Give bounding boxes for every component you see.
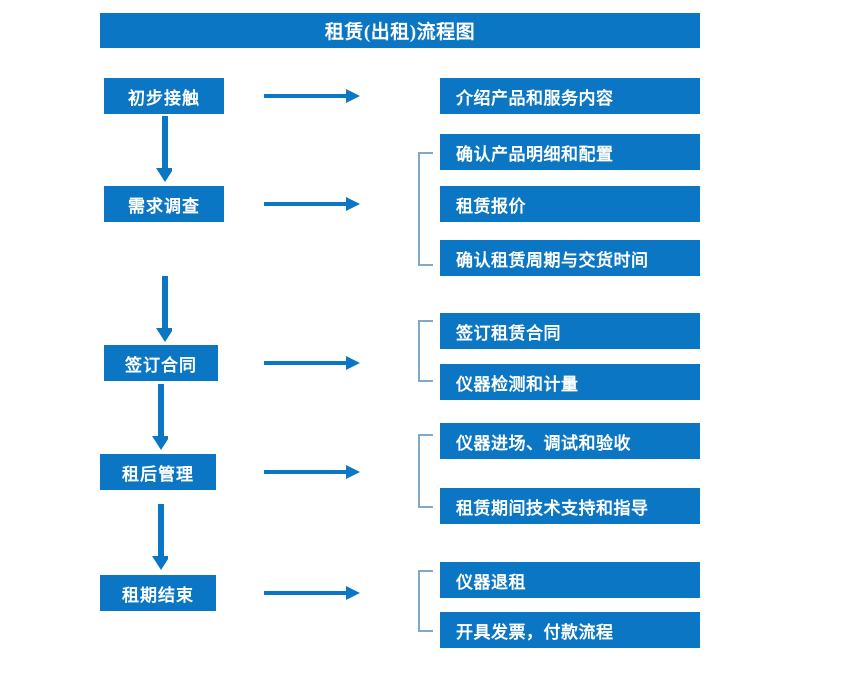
detail-box-5[interactable]: 签订租赁合同: [440, 313, 700, 349]
stage-label: 租后管理: [122, 464, 194, 484]
stage-label: 签订合同: [125, 355, 197, 375]
stage-box-2[interactable]: 需求调查: [104, 186, 224, 222]
detail-label: 仪器进场、调试和验收: [456, 433, 631, 453]
detail-label: 确认租赁周期与交货时间: [456, 250, 649, 270]
stage-label: 租期结束: [122, 585, 194, 605]
detail-box-3[interactable]: 租赁报价: [440, 186, 700, 222]
grouping-bracket-4: [418, 570, 433, 632]
detail-label: 签订租赁合同: [456, 323, 561, 343]
arrow-down-icon-2: [156, 276, 172, 342]
detail-box-8[interactable]: 租赁期间技术支持和指导: [440, 488, 700, 524]
arrow-down-icon-4: [152, 504, 168, 570]
detail-box-10[interactable]: 开具发票，付款流程: [440, 612, 700, 648]
arrow-right-icon-2: [264, 197, 360, 211]
page-title: 租赁(出租)流程图: [100, 13, 700, 48]
arrow-down-icon-1: [156, 116, 172, 182]
detail-label: 仪器退租: [456, 572, 526, 592]
detail-label: 确认产品明细和配置: [456, 144, 614, 164]
detail-box-4[interactable]: 确认租赁周期与交货时间: [440, 240, 700, 276]
stage-box-5[interactable]: 租期结束: [100, 575, 216, 611]
arrow-right-icon-4: [264, 465, 360, 479]
arrow-right-icon-1: [264, 89, 360, 103]
grouping-bracket-3: [418, 434, 433, 508]
detail-label: 租赁报价: [456, 196, 526, 216]
stage-label: 需求调查: [128, 196, 200, 216]
detail-box-1[interactable]: 介绍产品和服务内容: [440, 78, 700, 114]
detail-label: 开具发票，付款流程: [456, 622, 614, 642]
arrow-right-icon-5: [264, 586, 360, 600]
detail-box-6[interactable]: 仪器检测和计量: [440, 364, 700, 400]
arrow-right-icon-3: [264, 356, 360, 370]
stage-box-1[interactable]: 初步接触: [104, 78, 224, 114]
detail-box-7[interactable]: 仪器进场、调试和验收: [440, 423, 700, 459]
grouping-bracket-2: [418, 320, 433, 382]
detail-box-2[interactable]: 确认产品明细和配置: [440, 134, 700, 170]
grouping-bracket-1: [418, 152, 433, 266]
detail-label: 仪器检测和计量: [456, 374, 579, 394]
detail-box-9[interactable]: 仪器退租: [440, 562, 700, 598]
arrow-down-icon-3: [152, 384, 168, 450]
stage-label: 初步接触: [128, 88, 200, 108]
stage-box-3[interactable]: 签订合同: [104, 345, 218, 381]
detail-label: 介绍产品和服务内容: [456, 88, 614, 108]
stage-box-4[interactable]: 租后管理: [100, 454, 216, 490]
detail-label: 租赁期间技术支持和指导: [456, 498, 649, 518]
